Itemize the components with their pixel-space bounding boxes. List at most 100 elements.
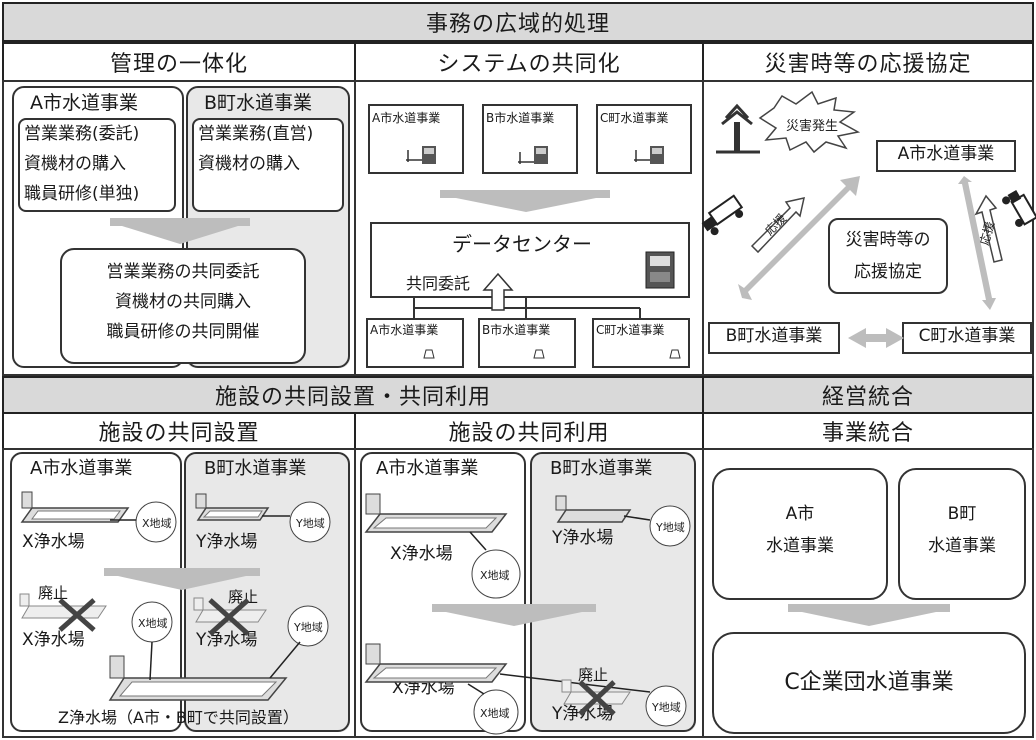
y-area-text-2: Y地域 xyxy=(293,621,323,634)
plant-icon xyxy=(19,593,107,619)
truck-icon xyxy=(1002,189,1036,227)
system-top-c xyxy=(596,104,692,174)
setchi-haishi-1: 廃止 xyxy=(38,584,69,602)
datacenter-box xyxy=(370,222,690,298)
saigai-center-1: 災害時等の xyxy=(845,230,931,250)
plant-icon xyxy=(364,493,508,533)
system-bottom-c xyxy=(592,318,690,368)
kanri-header-text: 管理の一体化 xyxy=(109,52,248,77)
saigai-header-text: 災害時等の応援協定 xyxy=(764,52,972,77)
main-title-text: 事務の広域的処理 xyxy=(425,12,610,37)
double-arrow-bc xyxy=(848,328,904,348)
riyou-b-title: B町水道事業 xyxy=(550,458,653,479)
riyou-pipe-4 xyxy=(499,673,651,693)
x-area-circle xyxy=(135,501,177,543)
server-icon xyxy=(645,251,675,289)
kanri-b-title: B町水道事業 xyxy=(204,92,313,114)
itaku-label: 共同委託 xyxy=(406,274,471,293)
setchi-header-text: 施設の共同設置 xyxy=(98,421,260,446)
x-area-text-2: X地域 xyxy=(138,617,168,630)
riyou-b-box xyxy=(530,452,696,732)
keiei-a-2: 水道事業 xyxy=(766,536,834,556)
kanri-joint-box xyxy=(60,248,306,364)
kanri-joint-3: 職員研修の共同開催 xyxy=(106,322,260,342)
truck-icon xyxy=(701,194,744,236)
z-pipe-y xyxy=(269,641,301,679)
setchi-x-plant-2: X浄水場 xyxy=(22,630,85,650)
datacenter-label: データセンター xyxy=(452,232,592,256)
kanri-a-title: A市水道事業 xyxy=(30,92,138,114)
x-area-text: X地域 xyxy=(142,517,172,530)
y-area-text: Y地域 xyxy=(295,517,325,530)
riyou-x-plant-2: X浄水場 xyxy=(392,678,455,698)
x-area-circle-4 xyxy=(473,689,519,735)
y-area-circle-2 xyxy=(287,605,329,647)
ouen-arrow-left xyxy=(750,197,805,254)
riyou-a-title: A市水道事業 xyxy=(376,458,479,479)
z-pipe-x xyxy=(149,641,153,681)
keiei-b-1: B町 xyxy=(947,504,977,524)
keiei-b-box xyxy=(898,468,1026,600)
saigai-panel xyxy=(702,80,1034,376)
z-plant-label: Z浄水場（A市・B町で共同設置） xyxy=(58,708,299,727)
y-area-circle-4 xyxy=(645,685,687,727)
kanri-a-list xyxy=(18,118,176,212)
kanri-down-arrow xyxy=(110,218,250,244)
keiei-header: 経営統合 xyxy=(702,376,1034,414)
saigai-header: 災害時等の応援協定 xyxy=(702,42,1034,82)
saigai-c-label: C町水道事業 xyxy=(918,326,1016,346)
keiei-c-box xyxy=(712,632,1026,734)
explosion-icon xyxy=(758,90,861,154)
riyou-pipe-1 xyxy=(469,531,487,551)
setchi-b-box xyxy=(184,452,350,732)
riyou-haishi: 廃止 xyxy=(578,666,609,684)
ouen-text-right: 応援 xyxy=(977,220,997,247)
setchi-b-title: B町水道事業 xyxy=(204,458,307,479)
riyou-x-plant-1: X浄水場 xyxy=(390,544,453,564)
system-header: システムの共同化 xyxy=(354,42,704,82)
setchi-y-plant-2: Y浄水場 xyxy=(196,630,258,650)
y-area-circle xyxy=(289,501,331,543)
kanri-joint-1: 営業業務の共同委託 xyxy=(106,262,260,282)
system-top-b-label: B市水道事業 xyxy=(486,111,555,125)
terminal-icon xyxy=(533,349,545,359)
plant-icon xyxy=(195,493,270,521)
main-title: 事務の広域的処理 xyxy=(2,2,1034,42)
system-bottom-b xyxy=(478,318,576,368)
keiei-c-label: C企業団水道事業 xyxy=(784,670,954,695)
terminal-icon xyxy=(669,349,681,359)
kanri-b-item-1: 営業業務(直営) xyxy=(198,124,314,144)
saigai-c-box xyxy=(902,322,1032,354)
saigai-b-label: B町水道事業 xyxy=(725,326,823,346)
system-bottom-a-label: A市水道事業 xyxy=(370,323,439,337)
system-header-text: システムの共同化 xyxy=(437,52,621,77)
tree-icon xyxy=(716,103,760,154)
terminal-icon xyxy=(518,146,548,164)
system-top-a-label: A市水道事業 xyxy=(372,111,441,125)
double-arrow-ac xyxy=(958,176,996,310)
system-down-arrow xyxy=(440,190,610,212)
ouen-arrow-right xyxy=(974,194,1003,263)
kanri-b-item-2: 資機材の購入 xyxy=(198,154,300,174)
riyou-header-text: 施設の共同利用 xyxy=(448,421,610,446)
keiei-header-text: 経営統合 xyxy=(821,385,914,410)
plant-icon xyxy=(555,495,632,523)
keiei-a-1: A市 xyxy=(785,504,815,524)
saigai-center-box xyxy=(828,218,948,294)
keiei-a-box xyxy=(712,468,888,600)
y-area-text-3: Y地域 xyxy=(655,521,685,534)
setchi-haishi-2: 廃止 xyxy=(228,588,259,606)
terminal-icon xyxy=(634,146,664,164)
y-area-text-4: Y地域 xyxy=(651,701,681,714)
system-bottom-a xyxy=(366,318,464,368)
x-area-text-4: X地域 xyxy=(480,707,510,720)
jigyo-header-text: 事業統合 xyxy=(821,421,914,446)
keiei-down-arrow xyxy=(788,604,950,626)
riyou-pipe-3 xyxy=(467,683,485,695)
plant-icon xyxy=(108,655,288,701)
kanri-a-item-2: 資機材の購入 xyxy=(24,154,126,174)
system-bottom-c-label: C町水道事業 xyxy=(596,323,665,337)
double-arrow-ab xyxy=(738,176,860,300)
